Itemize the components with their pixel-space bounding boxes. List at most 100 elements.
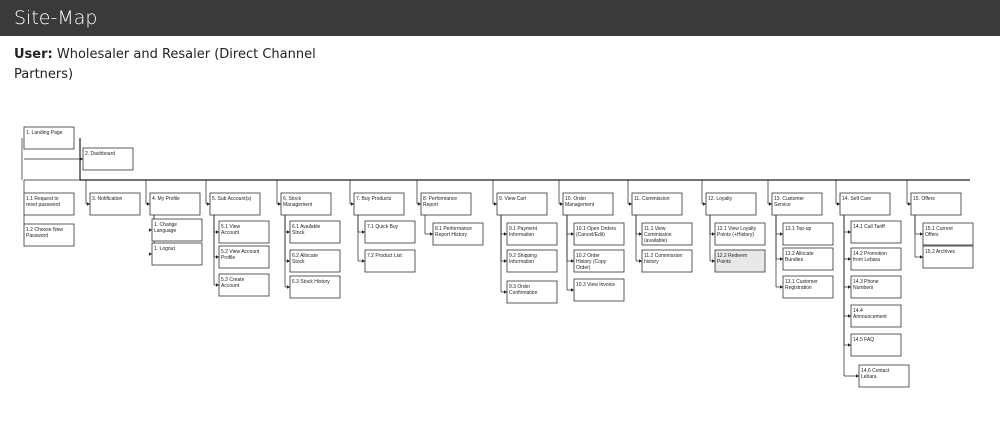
node-n7_1: 7.1 Quick Buy bbox=[364, 220, 416, 244]
node-label: 6. Stock bbox=[283, 196, 302, 202]
node-label: 13. Customer bbox=[774, 196, 804, 202]
arrowhead-n11 bbox=[629, 202, 632, 206]
arrowhead-n10 bbox=[560, 202, 563, 206]
node-box bbox=[714, 222, 766, 246]
node-box bbox=[850, 333, 902, 357]
arrowhead-n4_1 bbox=[149, 228, 152, 232]
node-label: Lebara bbox=[861, 374, 877, 380]
node-label: Confirmation bbox=[509, 290, 538, 296]
node-box bbox=[850, 247, 902, 271]
node-box bbox=[562, 192, 614, 216]
node-label: Information bbox=[509, 232, 534, 238]
connectors bbox=[21, 138, 970, 378]
arrowhead-n9_1 bbox=[504, 232, 507, 236]
node-label: Order) bbox=[576, 265, 591, 271]
arrowhead-dashboard bbox=[80, 157, 83, 161]
node-label: Bundles bbox=[785, 257, 804, 263]
node-n10_3: 10.3 View Invoice bbox=[573, 278, 625, 302]
node-box bbox=[641, 249, 693, 273]
node-label: (available) bbox=[644, 238, 667, 244]
node-n7: 7. Buy Products bbox=[353, 192, 405, 216]
node-label: History (Copy bbox=[576, 259, 607, 265]
node-label: 11.1 View bbox=[644, 226, 666, 232]
node-n4: 4. My Profile bbox=[149, 192, 201, 216]
node-label: Management bbox=[283, 202, 313, 208]
node-label: Numbers bbox=[853, 285, 874, 291]
node-dashboard: 2. Dashboard bbox=[82, 147, 134, 171]
node-label: 2. Dashboard bbox=[85, 151, 115, 157]
node-label: Stock bbox=[292, 259, 305, 265]
node-box bbox=[82, 147, 134, 171]
node-label: 5.3 Create bbox=[221, 277, 245, 283]
node-n15: 15. Offers bbox=[910, 192, 962, 216]
arrowhead-n6_2 bbox=[287, 259, 290, 263]
node-label: 9. View Cart bbox=[499, 196, 527, 202]
node-label: Announcement bbox=[853, 314, 887, 320]
node-box bbox=[364, 249, 416, 273]
node-box bbox=[573, 249, 625, 273]
arrowhead-n12 bbox=[703, 202, 706, 206]
arrowhead-n5_3 bbox=[216, 283, 219, 287]
arrowhead-n13 bbox=[769, 202, 772, 206]
node-box bbox=[280, 192, 332, 216]
node-box bbox=[420, 192, 472, 216]
node-box bbox=[432, 222, 484, 246]
node-box bbox=[573, 222, 625, 246]
node-label: 12. Loyalty bbox=[708, 196, 733, 202]
node-box bbox=[850, 304, 902, 328]
arrowhead-n14_5 bbox=[848, 343, 851, 347]
node-label: 10.2 Order bbox=[576, 253, 600, 259]
node-n3: 3. Notification bbox=[89, 192, 141, 216]
node-label: Account bbox=[221, 283, 240, 289]
node-label: 1.1 Request to bbox=[26, 196, 59, 202]
node-box bbox=[209, 192, 261, 216]
node-label: 10.3 View Invoice bbox=[576, 282, 615, 288]
user-description: User: Wholesaler and Resaler (Direct Cha… bbox=[14, 45, 324, 85]
arrowhead-n9_2 bbox=[504, 259, 507, 263]
arrowhead-n7_1 bbox=[362, 230, 365, 234]
node-label: 5.2 View Account bbox=[221, 249, 260, 255]
node-label: 14.4 bbox=[853, 308, 863, 314]
arrowhead-n14_1 bbox=[848, 230, 851, 234]
node-n14_5: 14.5 FAQ bbox=[850, 333, 902, 357]
node-label: 11. Commission bbox=[634, 196, 670, 202]
node-label: 7. Buy Products bbox=[356, 196, 392, 202]
node-box bbox=[782, 275, 834, 299]
node-box bbox=[218, 245, 270, 269]
node-label: Report bbox=[423, 202, 439, 208]
user-value: Wholesaler and Resaler (Direct Channel P… bbox=[14, 47, 316, 82]
node-label: Registration bbox=[785, 285, 812, 291]
node-label: Management bbox=[565, 202, 595, 208]
arrowhead-n9 bbox=[494, 202, 497, 206]
node-box bbox=[573, 278, 625, 302]
node-box bbox=[850, 275, 902, 299]
node-box bbox=[218, 273, 270, 297]
node-box bbox=[858, 364, 910, 388]
arrowhead-n7 bbox=[351, 202, 354, 206]
node-label: 6.2 Allocate bbox=[292, 253, 318, 259]
node-label: 14.6 Contact bbox=[861, 368, 890, 374]
node-label: 3. Notification bbox=[92, 196, 123, 202]
node-label: 15. Offers bbox=[913, 196, 935, 202]
node-label: from Lebara bbox=[853, 257, 880, 263]
arrowhead-n4 bbox=[147, 202, 150, 206]
node-box bbox=[839, 192, 891, 216]
node-n6_3: 6.3 Stock History bbox=[289, 275, 341, 299]
node-n12: 12. Loyalty bbox=[705, 192, 757, 216]
node-label: Commission bbox=[644, 232, 672, 238]
node-label: 14.2 Promotion bbox=[853, 251, 887, 257]
node-label: 15.1 Current bbox=[925, 226, 953, 232]
